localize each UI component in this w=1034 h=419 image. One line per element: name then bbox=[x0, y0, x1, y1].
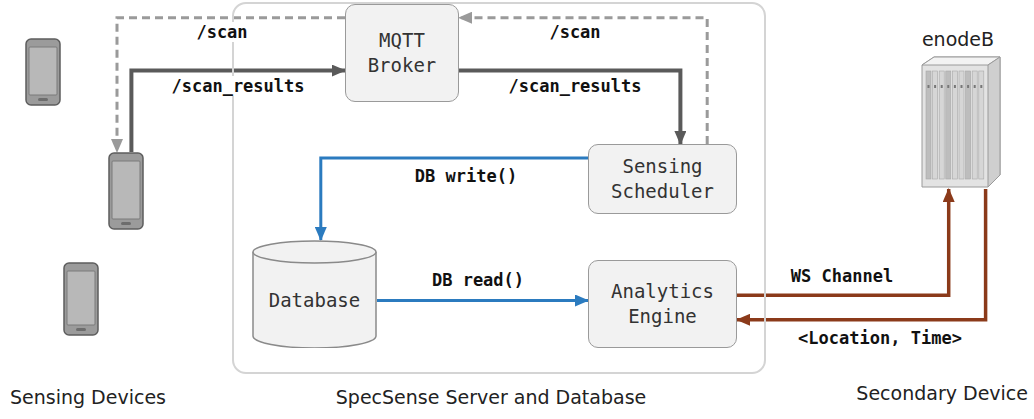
database-cylinder: Database bbox=[252, 240, 377, 348]
connector bbox=[737, 189, 986, 320]
phone-button bbox=[38, 98, 48, 101]
phone-body bbox=[64, 263, 98, 335]
box-text: MQTT Broker bbox=[355, 28, 449, 77]
phone-icon bbox=[63, 262, 99, 336]
connector bbox=[117, 18, 345, 152]
phone-icon bbox=[25, 38, 61, 106]
broker-box: MQTT Broker bbox=[345, 4, 459, 102]
connector bbox=[131, 71, 345, 152]
phone-body bbox=[26, 39, 60, 105]
rack-side bbox=[988, 57, 1000, 187]
rack-led bbox=[941, 85, 943, 88]
phone-screen bbox=[29, 47, 57, 95]
phone-body bbox=[109, 153, 143, 229]
rack-card bbox=[926, 71, 931, 179]
rack-card bbox=[939, 71, 944, 179]
enodeb-rack bbox=[920, 55, 1002, 189]
rack-led bbox=[967, 85, 969, 88]
rack-card bbox=[966, 71, 971, 179]
analytics-box: Analytics Engine bbox=[588, 260, 737, 348]
rack-led bbox=[954, 85, 956, 88]
box-text: Analytics Engine bbox=[598, 279, 727, 328]
edge-label: /scan bbox=[193, 22, 250, 42]
phone-button bbox=[121, 222, 131, 225]
database-text: Database bbox=[252, 288, 377, 313]
panel-caption: SpecSense Server and Database bbox=[336, 386, 646, 408]
cylinder-top bbox=[253, 241, 376, 263]
phone-screen bbox=[67, 271, 95, 325]
rack-card bbox=[952, 71, 957, 179]
rack-led bbox=[980, 85, 982, 88]
sensing-devices-group: Sensing Devices bbox=[5, 30, 185, 412]
rack-card bbox=[972, 71, 977, 179]
edge-label: DB read() bbox=[429, 270, 527, 290]
rack-card bbox=[959, 71, 964, 179]
cylinder-body bbox=[253, 252, 376, 348]
connector bbox=[459, 18, 707, 144]
column-caption: Secondary Device bbox=[856, 382, 1028, 404]
rack-led bbox=[934, 85, 936, 88]
rack-card bbox=[946, 71, 951, 179]
connector bbox=[459, 71, 680, 144]
edge-label: WS Channel bbox=[788, 266, 896, 286]
enodeb-group: enodeBSecondary Device bbox=[870, 26, 1030, 412]
column-caption: Sensing Devices bbox=[10, 386, 166, 408]
box-text: Sensing Scheduler bbox=[598, 154, 727, 203]
device-name: enodeB bbox=[922, 28, 994, 50]
phone-icon bbox=[108, 152, 144, 230]
rack-led bbox=[961, 85, 963, 88]
rack-shell bbox=[922, 57, 1000, 187]
rack-led bbox=[947, 85, 949, 88]
edge-label: /scan_results bbox=[168, 76, 307, 96]
edge-label: DB write() bbox=[412, 166, 520, 186]
connector bbox=[737, 189, 949, 295]
rack-led bbox=[974, 85, 976, 88]
connector bbox=[321, 158, 588, 240]
edge-label: /scan bbox=[546, 22, 603, 42]
rack-led bbox=[928, 85, 930, 88]
rack-card bbox=[979, 71, 984, 179]
phone-screen bbox=[112, 161, 140, 219]
rack-top bbox=[922, 57, 1000, 65]
scheduler-box: Sensing Scheduler bbox=[588, 144, 737, 214]
server-panel: SpecSense Server and DatabaseMQTT Broker… bbox=[232, 2, 766, 374]
phone-button bbox=[76, 328, 86, 331]
rack-card bbox=[933, 71, 938, 179]
edge-label: <Location, Time> bbox=[795, 328, 965, 348]
edge-label: /scan_results bbox=[505, 76, 644, 96]
connector bbox=[377, 299, 588, 302]
